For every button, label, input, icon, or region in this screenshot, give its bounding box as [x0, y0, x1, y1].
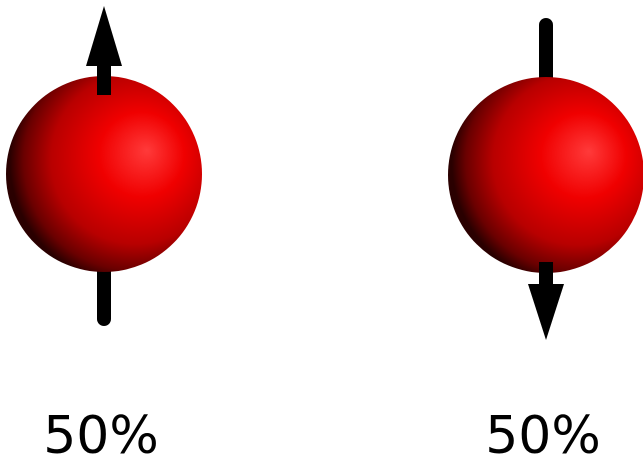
spin-down-percentage: 50% — [485, 406, 601, 466]
spin-down-sphere — [448, 77, 643, 273]
spin-down-arrow-head — [528, 284, 564, 340]
spin-up-sphere — [6, 76, 202, 272]
spin-down-arrow-tail — [539, 18, 553, 94]
spin-up-arrow-head — [86, 6, 122, 66]
spin-up-arrow-tail — [97, 262, 111, 326]
spin-up-particle — [6, 6, 202, 326]
spin-up-percentage: 50% — [43, 406, 159, 466]
spin-down-particle — [448, 18, 643, 340]
